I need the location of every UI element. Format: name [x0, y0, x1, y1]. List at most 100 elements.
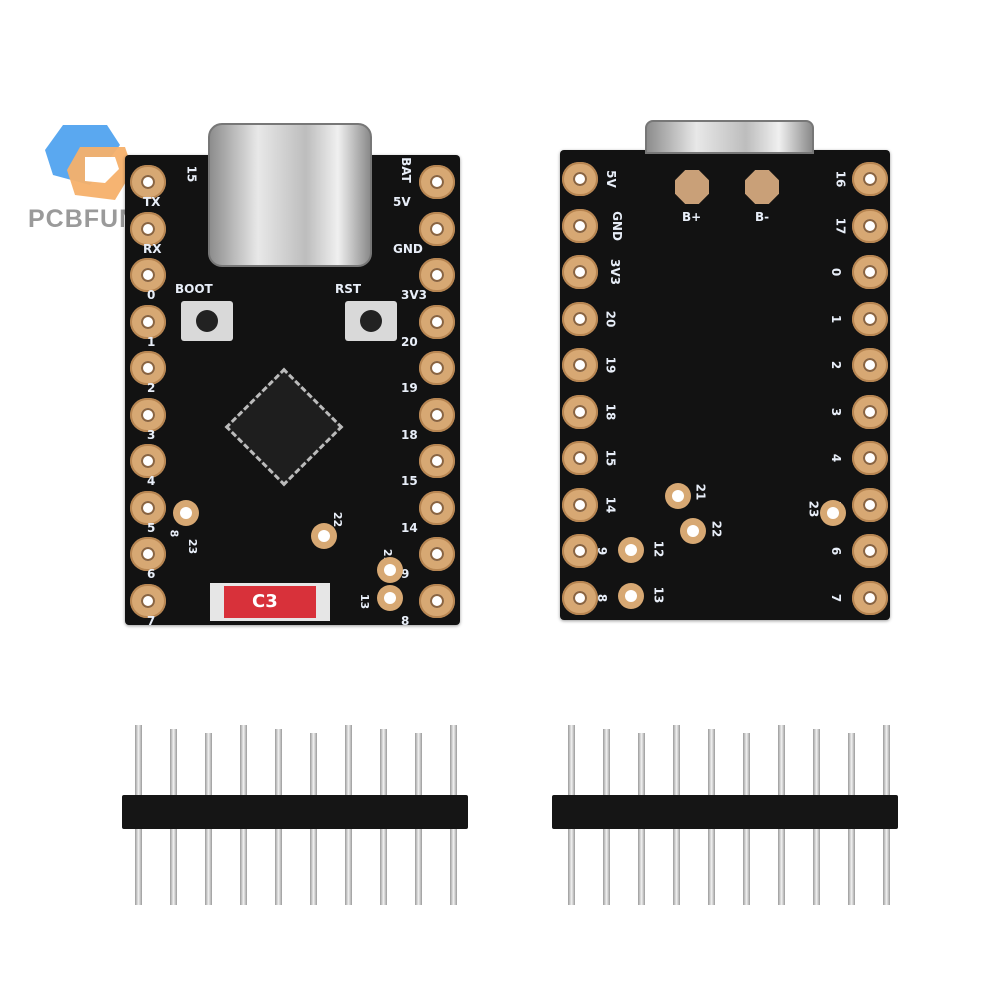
usb-c-connector — [208, 123, 372, 267]
inner-label: 21 — [693, 483, 708, 501]
pin-pad — [562, 208, 598, 243]
logo-mark-icon — [45, 125, 133, 200]
pin-label: 2 — [147, 381, 156, 395]
pin-label: 1 — [829, 314, 844, 323]
pin-label: BAT — [398, 157, 413, 183]
pin-label: 6 — [829, 546, 844, 556]
pin-pad — [562, 394, 598, 429]
pin-pad — [419, 165, 455, 199]
pin-label: 0 — [829, 267, 844, 277]
via-hole — [618, 537, 644, 563]
boot-button — [181, 301, 233, 341]
pin-label: 3 — [147, 427, 156, 442]
battery-plus-label: B+ — [682, 210, 702, 224]
pin-pad — [130, 444, 166, 478]
pin-label: TX — [143, 195, 161, 209]
inner-label: 23 — [186, 538, 200, 555]
back-board: B+ B- 5VGND3V320191815149816170123456721… — [560, 120, 890, 620]
pin-label: 6 — [147, 567, 156, 581]
pin-pad — [852, 348, 888, 382]
brand-name: pcbfun — [28, 205, 139, 233]
pcbfun-logo — [45, 125, 135, 205]
pin-pad — [419, 304, 455, 339]
pin-pad — [562, 348, 598, 382]
pin-label: 18 — [401, 427, 418, 442]
pin-pad — [130, 304, 166, 339]
pin-pad — [419, 397, 455, 432]
pin-pad — [130, 258, 166, 292]
pin-pad — [562, 534, 598, 568]
pin-label: 14 — [603, 496, 618, 513]
via-hole — [680, 518, 706, 544]
pin-label: 5V — [393, 195, 411, 209]
microcontroller-chip — [224, 367, 344, 487]
via-hole — [377, 557, 403, 583]
pin-label: 15 — [401, 474, 418, 488]
pin-label: GND — [609, 210, 624, 241]
pin-label: 9 — [401, 567, 410, 581]
pin-label: 2 — [829, 360, 844, 370]
pin-label: 20 — [603, 310, 618, 327]
pin-pad — [419, 444, 455, 478]
pin-pad — [130, 211, 166, 246]
pin-pad — [852, 441, 888, 475]
pin-label: 16 — [833, 170, 848, 188]
via-hole — [173, 500, 199, 526]
pin-label: 3 — [829, 407, 844, 416]
battery-plus-pad — [675, 170, 709, 204]
top-label: 15 — [184, 165, 199, 183]
via-hole — [377, 585, 403, 611]
inner-label: 12 — [651, 540, 666, 558]
pin-label: 1 — [147, 334, 156, 349]
pin-label: 4 — [147, 474, 156, 488]
inner-label: 13 — [358, 593, 372, 610]
pin-pad — [852, 534, 888, 568]
via-hole — [820, 500, 846, 526]
pin-pad — [419, 211, 455, 246]
via-hole — [311, 523, 337, 549]
pin-pad — [562, 301, 598, 336]
reset-button — [345, 301, 397, 341]
pin-pad — [130, 397, 166, 432]
battery-minus-pad — [745, 170, 779, 204]
pin-label: 3V3 — [401, 288, 427, 302]
pin-label: 14 — [401, 520, 418, 535]
antenna-chip: C3 — [210, 583, 330, 621]
pin-pad — [130, 490, 166, 525]
pin-label: 15 — [603, 449, 618, 467]
inner-label: 22 — [709, 520, 724, 538]
pin-label: GND — [393, 241, 423, 256]
pin-pad — [419, 258, 455, 292]
pin-label: 18 — [603, 403, 618, 420]
boot-label: BOOT — [175, 282, 213, 296]
pin-label: 3V3 — [608, 259, 622, 285]
pin-label: RX — [143, 241, 162, 256]
pin-label: 19 — [603, 356, 618, 374]
inner-label: 23 — [806, 500, 821, 518]
pin-pad — [562, 580, 598, 615]
pin-label: 7 — [147, 613, 156, 628]
pin-pad — [130, 351, 166, 385]
inner-label: 13 — [651, 586, 666, 604]
pin-pad — [852, 162, 888, 196]
pin-label: 17 — [833, 217, 848, 234]
pin-pad — [562, 255, 598, 289]
via-hole — [618, 583, 644, 609]
pin-pad — [130, 537, 166, 571]
pin-header-strip — [552, 795, 898, 829]
battery-minus-label: B- — [755, 210, 770, 224]
pin-pad — [852, 580, 888, 615]
via-hole — [665, 483, 691, 509]
pin-label: 9 — [595, 546, 610, 556]
pin-label: 0 — [147, 288, 156, 302]
pin-pad — [852, 394, 888, 429]
usb-c-connector-back — [645, 120, 814, 154]
rst-label: RST — [335, 282, 362, 296]
pin-label: 4 — [829, 453, 844, 463]
inner-label: 22 — [331, 511, 345, 528]
pin-pad — [130, 165, 166, 199]
pin-pad — [130, 583, 166, 618]
pin-label: 8 — [401, 613, 410, 628]
pin-pad — [852, 487, 888, 522]
pin-label: 8 — [595, 593, 610, 602]
